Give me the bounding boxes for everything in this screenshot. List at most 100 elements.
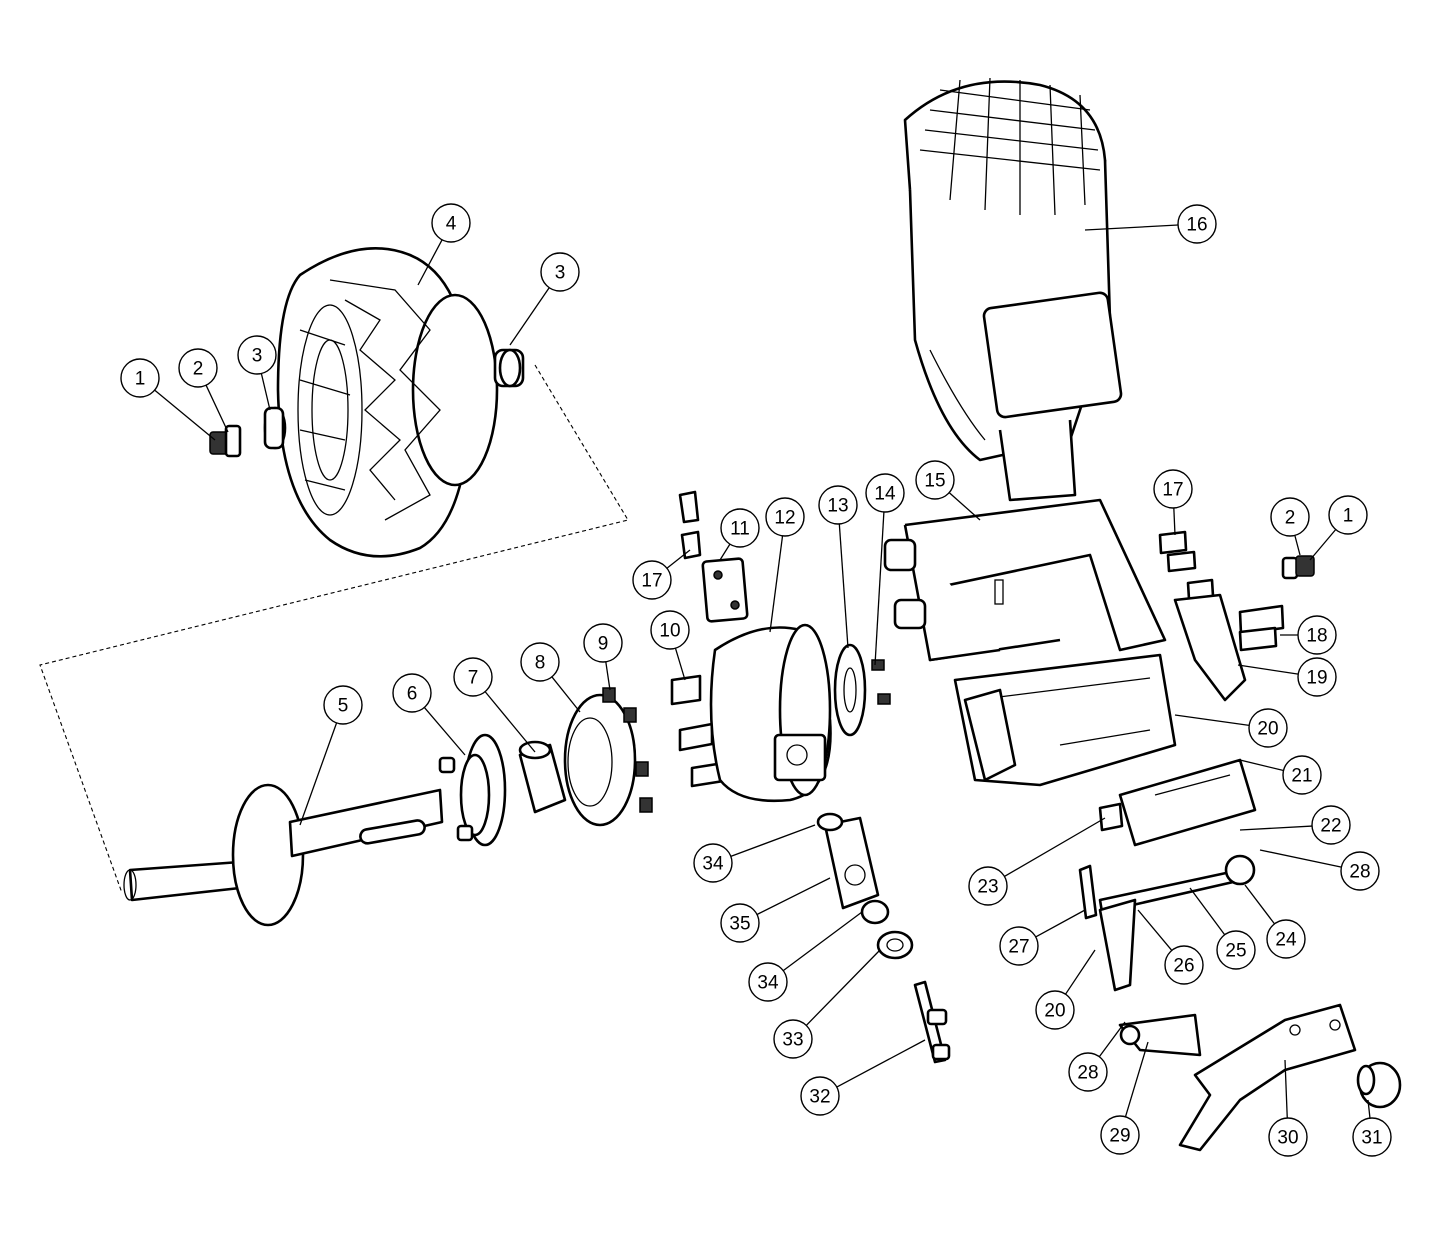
callout-number: 6 [407,684,418,705]
leader-c11 [719,543,731,561]
callout-c4: 4 [431,203,471,243]
callout-number: 22 [1320,816,1341,837]
leader-c13 [838,523,849,649]
callout-circle [650,610,690,650]
plate-part [678,490,749,623]
callout-circle [720,903,760,943]
callout-circle [765,497,805,537]
callout-c20b: 20 [1035,990,1075,1030]
callout-circle [1100,1115,1140,1155]
callout-number: 20 [1257,719,1278,740]
leader-lines [154,224,1371,1119]
leader-c3a [260,373,271,411]
callout-number: 2 [1285,508,1296,529]
callout-number: 28 [1349,862,1370,883]
callout-c12: 12 [765,497,805,537]
callout-number: 3 [252,346,263,367]
leader-c5 [299,722,338,826]
callout-circle [520,642,560,682]
bracket-part [1173,593,1285,702]
callout-c11: 11 [720,508,760,548]
callout-circle [1282,755,1322,795]
leader-c24 [1244,884,1276,925]
leader-c22 [1239,825,1313,831]
callout-circle [865,473,905,513]
callout-c18: 18 [1297,615,1337,655]
callout-circle [1216,930,1256,970]
callout-c17b: 17 [1153,469,1193,509]
callout-circle [999,926,1039,966]
callout-circle [818,485,858,525]
callout-c22: 22 [1311,805,1351,845]
callout-c33: 33 [773,1019,813,1059]
callout-c21: 21 [1282,755,1322,795]
knob-part [1356,1061,1402,1109]
callout-c3b: 3 [540,252,580,292]
leader-c25 [1189,887,1226,936]
callout-circle [1340,851,1380,891]
leader-c26 [1137,909,1173,951]
callout-c25: 25 [1216,930,1256,970]
callout-c8: 8 [520,642,560,682]
callout-number: 17 [1162,480,1183,501]
leader-c7 [484,691,536,753]
drum-housing-part [709,623,832,803]
leader-c19 [1237,664,1299,675]
callout-c24: 24 [1266,919,1306,959]
leader-c20a [1174,714,1250,727]
callout-circle [1297,657,1337,697]
callout-number: 20 [1044,1001,1065,1022]
rings-part [860,899,914,960]
leader-c8 [551,676,581,713]
callout-number: 26 [1173,956,1194,977]
callout-number: 31 [1361,1128,1382,1149]
callout-c28b: 28 [1068,1052,1108,1092]
screws-part [602,687,653,813]
leader-c35 [756,877,831,916]
hub-flange-part [438,733,507,847]
callout-number: 27 [1008,937,1029,958]
mounting-plate-part [1178,1003,1357,1152]
callout-c13: 13 [818,485,858,525]
leader-c9 [605,661,611,691]
callout-number: 16 [1186,215,1207,236]
callout-number: 14 [874,484,896,505]
roller-part [518,740,567,814]
callout-circle [120,358,160,398]
leader-c16 [1084,224,1179,231]
linkage-part [1078,854,1256,992]
callout-circle [431,203,471,243]
callout-circle [1035,990,1075,1030]
leader-c31 [1367,1099,1371,1119]
callout-number: 9 [598,634,609,655]
leader-c1b [1309,529,1337,561]
motor-part [903,77,1123,502]
callout-c20a: 20 [1248,708,1288,748]
callout-circle [773,1019,813,1059]
leader-c1a [154,389,216,441]
leader-c3b [509,287,550,346]
callout-circle [800,1076,840,1116]
callout-circle [1352,1117,1392,1157]
callout-circle [1297,615,1337,655]
callout-number: 21 [1291,766,1312,787]
callout-c32: 32 [800,1076,840,1116]
callout-c14: 14 [865,473,905,513]
callout-number: 24 [1275,930,1297,951]
callout-circle [392,673,432,713]
leader-c29 [1124,1041,1149,1117]
callout-number: 3 [555,263,566,284]
callout-c16: 16 [1177,204,1217,244]
callout-circle [1068,1052,1108,1092]
frame-lower-part [953,653,1177,787]
callout-c1a: 1 [120,358,160,398]
callout-circle [968,866,1008,906]
callout-number: 32 [809,1087,830,1108]
pin-part [913,980,951,1064]
nut-washer-right [1281,555,1315,580]
leader-c20b [1064,949,1096,995]
callout-circle [1164,945,1204,985]
callout-c34a: 34 [693,843,733,883]
